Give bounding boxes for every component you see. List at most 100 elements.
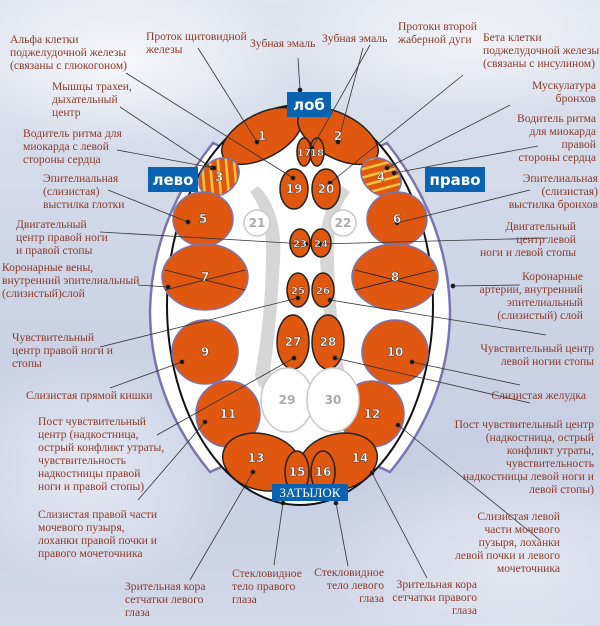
leader-dot: [250, 469, 256, 475]
leader-dot: [179, 359, 185, 365]
zone-inner-line: [164, 269, 246, 291]
label-motor-right: Двигательный центр правой ноги и правой …: [16, 218, 108, 257]
zone-9-shape: [171, 319, 239, 385]
zone-number: 4: [377, 170, 385, 184]
label-motor-left: Двигательный центр левой ноги и левой ст…: [479, 220, 576, 259]
label-enamel-right: Зубная эмаль: [322, 32, 388, 45]
leader-line: [452, 284, 521, 287]
label-bronchi-muscle: Мускулатура бронхов: [531, 79, 596, 105]
zone-number: 1: [258, 129, 266, 143]
label-visual-left-eye: Зрительная кора сетчатки левого глаза: [125, 580, 206, 619]
leader-dot: [295, 295, 301, 301]
zone-number: 29: [279, 393, 296, 407]
leader-line: [137, 284, 169, 288]
leader-lines: [99, 44, 549, 581]
zone-number: 8: [391, 270, 399, 284]
leader-line: [99, 297, 299, 348]
zone-number: 3: [215, 170, 223, 184]
direction-left-label: лево: [148, 167, 198, 192]
zone-number: 20: [318, 182, 335, 196]
leader-dot: [303, 241, 309, 247]
leader-line: [107, 189, 189, 223]
zone-number: 21: [249, 216, 266, 230]
leader-dot: [450, 283, 456, 289]
label-pacemaker-right: Водитель ритма для миокарда правой сторо…: [517, 112, 596, 164]
leader-dot: [202, 419, 208, 425]
leader-line: [311, 44, 371, 149]
leader-line: [396, 189, 531, 224]
label-beta-cells: Бета клетки поджелудочной железы (связан…: [483, 31, 600, 70]
leader-line: [125, 72, 294, 179]
label-sensory-left: Чувствительный центр левой ногии стопы: [480, 342, 594, 368]
leader-dot: [185, 219, 191, 225]
label-bladder-left: Слизистая левой части мочевого пузыря, л…: [455, 510, 560, 575]
leader-line: [334, 357, 531, 404]
direction-bottom-label: ЗАТЫЛОК: [272, 484, 348, 501]
leader-line: [116, 149, 215, 169]
zone-number: 19: [286, 182, 303, 196]
zone-number: 30: [325, 393, 342, 407]
zone-number: 18: [310, 148, 324, 159]
label-coronary-arteries: Коронарные артерии, внутренний эпителиал…: [479, 270, 583, 322]
leader-dot: [280, 500, 286, 506]
label-bronchi-lining: Эпителиальная (слизистая) выстилка бронх…: [508, 172, 598, 211]
zone-22-shape: [329, 209, 357, 237]
zone-number: 25: [291, 286, 305, 297]
direction-right-label: право: [425, 167, 485, 192]
leader-line: [371, 472, 428, 579]
label-rectum: Слизистая прямой кишки: [26, 389, 153, 402]
leader-dot: [409, 359, 415, 365]
leader-dot: [369, 470, 375, 476]
leader-line: [273, 502, 284, 566]
leader-line: [197, 47, 258, 143]
leader-dot: [384, 165, 390, 171]
label-alpha-cells: Альфа клетки поджелудочной железы (связа…: [10, 33, 128, 72]
leader-dot: [254, 139, 260, 145]
leader-dot: [211, 165, 217, 171]
leader-line: [386, 104, 511, 169]
label-gill-ducts: Протоки второй жаберной дуги: [398, 20, 477, 46]
zone-number: 27: [285, 335, 302, 349]
zone-number: 12: [364, 407, 381, 421]
zone-number: 16: [315, 465, 332, 479]
zone-number: 28: [320, 335, 337, 349]
leader-line: [393, 145, 539, 174]
leader-line: [137, 421, 206, 501]
label-coronary-veins: Коронарные вены, внутренний эпителиальны…: [2, 261, 140, 300]
leader-line: [329, 299, 547, 336]
leader-line: [297, 57, 301, 91]
label-pharynx: Эпителиальная (слизистая) выстилка глотк…: [43, 172, 125, 211]
leader-dot: [333, 500, 339, 506]
direction-top-label: лоб: [287, 92, 331, 117]
zone-number: 22: [335, 216, 352, 230]
zone-number: 11: [220, 407, 237, 421]
zone-number: 2: [334, 129, 342, 143]
zone-number: 23: [293, 239, 307, 250]
label-trachea: Мышцы трахеи, дыхательный центр: [52, 80, 132, 119]
zone-number: 17: [297, 148, 311, 159]
zone-inner-line: [354, 269, 436, 291]
label-post-sensory-left: Пост чувствительный центр (надкостница, …: [454, 418, 594, 496]
zone-number: 13: [248, 451, 265, 465]
zone-number: 7: [201, 270, 209, 284]
label-thyroid-duct: Проток щитовидной железы: [146, 30, 247, 56]
inner-band-left: [250, 186, 300, 396]
leader-line: [189, 471, 254, 581]
leader-line: [337, 47, 364, 143]
label-visual-right-eye: Зрительная кора сетчатки правого глаза: [392, 578, 477, 617]
zone-number: 15: [289, 465, 306, 479]
zone-25-shape: [286, 272, 310, 308]
label-bladder-right: Слизистая правой части мочевого пузыря, …: [38, 508, 158, 560]
zone-19-shape: [279, 168, 309, 210]
leader-dot: [317, 241, 323, 247]
leader-line: [397, 424, 541, 541]
leader-dot: [290, 175, 296, 181]
leader-line: [119, 106, 213, 169]
zone-number: 6: [393, 212, 401, 226]
leader-dot: [327, 297, 333, 303]
leader-dot: [332, 355, 338, 361]
leader-dot: [395, 422, 401, 428]
label-vitreous-right-eye: Стекловидное тело правого глаза: [232, 567, 302, 606]
leader-line: [411, 361, 521, 386]
